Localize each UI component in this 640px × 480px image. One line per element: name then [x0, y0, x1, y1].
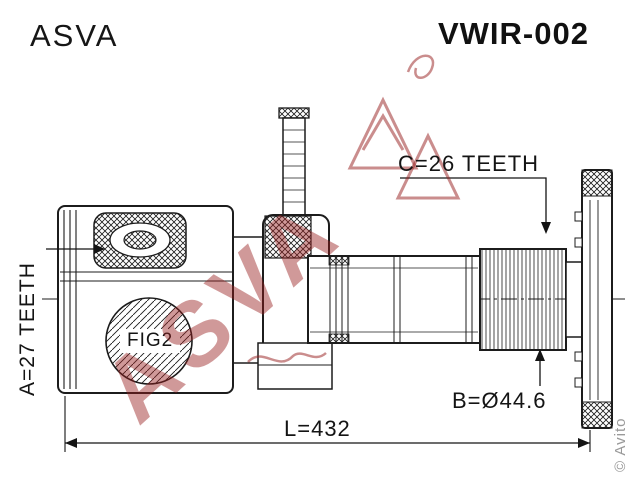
- dimension-l-label: L=432: [284, 416, 351, 441]
- tripod-housing: [57, 205, 234, 394]
- dimension-b-label: B=Ø44.6: [452, 388, 547, 413]
- dimension-c-label: C=26 TEETH: [398, 151, 540, 176]
- clamp-stack: [278, 107, 310, 217]
- avito-watermark: © Avito: [612, 417, 629, 472]
- end-flange: [574, 169, 613, 429]
- part-number: VWIR-002: [438, 16, 589, 51]
- dimension-a-label: A=27 TEETH: [16, 262, 39, 396]
- spline-section: [479, 248, 583, 351]
- figure-label: FIG2: [124, 330, 177, 352]
- shaft: [307, 255, 481, 344]
- watermark-logo-triangles: [247, 54, 461, 363]
- brand-title: ASVA: [30, 18, 119, 53]
